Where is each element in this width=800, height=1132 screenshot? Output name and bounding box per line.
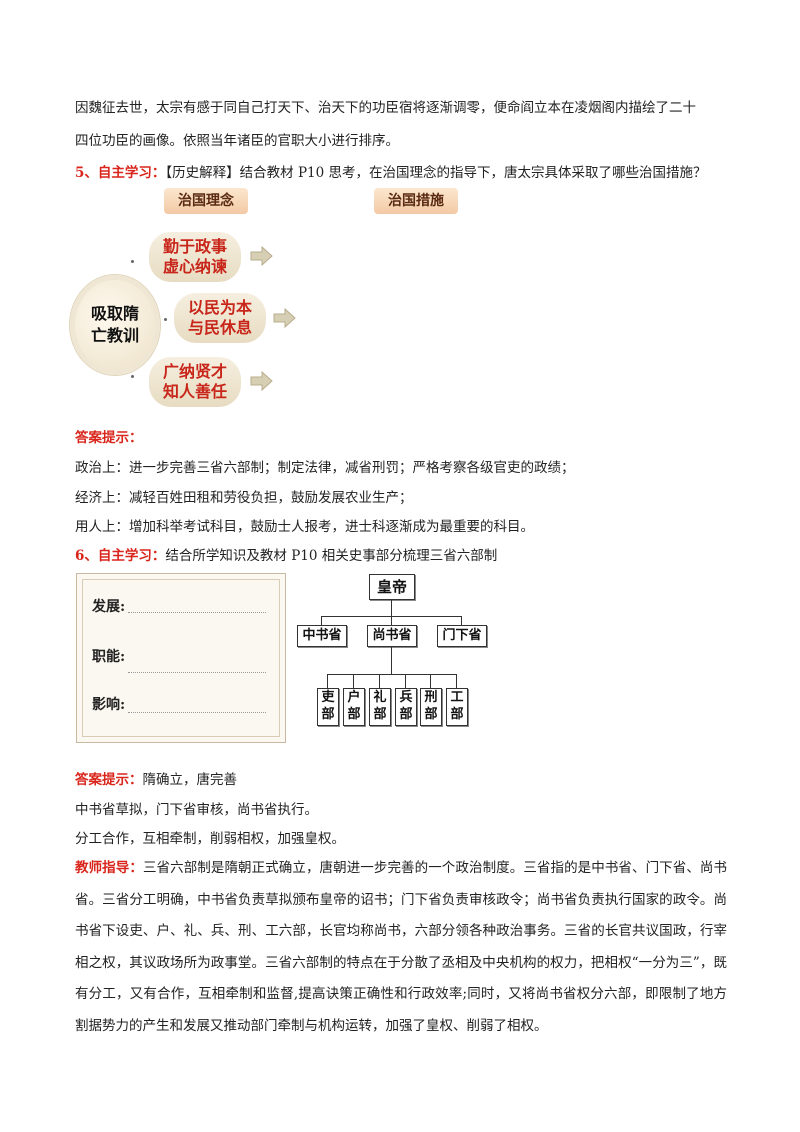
org-connector	[327, 674, 456, 675]
answer5-line-1: 政治上：进一步完善三省六部制；制定法律，减省刑罚；严格考察各级官吏的政绩；	[75, 460, 575, 476]
org-connector	[430, 674, 431, 688]
intro-line-2: 四位功臣的画像。依照当年诸臣的官职大小进行排序。	[75, 133, 399, 149]
core-concept-circle: 吸取隋亡教训	[70, 275, 160, 375]
principle-text-2: 以民为本与民休息	[187, 298, 252, 337]
q5-label: 5、自主学习：	[75, 165, 166, 181]
principle-text-3: 广纳贤才知人善任	[162, 362, 227, 401]
notes-frame	[76, 573, 286, 743]
q6-label: 6、自主学习：	[75, 548, 166, 564]
org-ministry-hu: 户部	[343, 688, 365, 726]
answer-line	[128, 712, 266, 713]
answer-line	[128, 612, 266, 613]
answer-line	[128, 672, 266, 673]
org-connector	[391, 599, 392, 616]
answer6-first: 隋确立，唐完善	[142, 772, 238, 788]
frame-label-influence: 影响:	[92, 697, 126, 713]
org-connector	[405, 674, 406, 688]
org-connector	[391, 646, 392, 674]
principle-text-1: 勤于政事虚心纳谏	[162, 237, 227, 276]
tag-governance-philosophy: 治国理念	[164, 188, 248, 214]
org-province-shangshu: 尚书省	[367, 625, 417, 647]
bullet-dot	[131, 260, 134, 263]
bullet-dot	[164, 318, 167, 321]
org-ministry-xing: 刑部	[420, 688, 442, 726]
answer6-first-line: 答案提示：隋确立，唐完善	[75, 770, 237, 790]
org-connector	[379, 674, 380, 688]
frame-label-function: 职能:	[92, 649, 126, 665]
org-connector	[321, 616, 322, 625]
answer5-label: 答案提示：	[75, 430, 143, 446]
org-connector	[353, 674, 354, 688]
answer5-line-3: 用人上：增加科举考试科目，鼓励士人报考，进士科逐渐成为最重要的科目。	[75, 519, 534, 535]
bullet-dot	[131, 375, 134, 378]
org-connector	[461, 616, 462, 625]
org-connector	[391, 616, 392, 625]
q6-text: 结合所学知识及教材 P10 相关史事部分梳理三省六部制	[165, 548, 498, 564]
answer5-line-2: 经济上：减轻百姓田租和劳役负担，鼓励发展农业生产；	[75, 490, 413, 506]
answer6-line-1: 中书省草拟，门下省审核，尚书省执行。	[75, 802, 318, 818]
answer6-label: 答案提示：	[75, 772, 143, 788]
org-province-zhongshu: 中书省	[297, 625, 347, 647]
org-connector	[456, 674, 457, 688]
arrow-right-icon	[273, 308, 296, 328]
org-ministry-li-rites: 礼部	[369, 688, 391, 726]
frame-label-development: 发展:	[92, 599, 126, 615]
teacher-text: 三省六部制是隋朝正式确立，唐朝进一步完善的一个政治制度。三省指的是中书省、门下省…	[75, 860, 728, 1034]
q5-text: 【历史解释】结合教材 P10 思考，在治国理念的指导下，唐太宗具体采取了哪些治国…	[165, 165, 707, 181]
teacher-label: 教师指导：	[75, 860, 143, 876]
q6-heading: 6、自主学习：结合所学知识及教材 P10 相关史事部分梳理三省六部制	[75, 546, 497, 566]
principle-pill-2: 以民为本与民休息	[174, 293, 266, 343]
principle-pill-1: 勤于政事虚心纳谏	[149, 232, 241, 282]
org-ministry-bing: 兵部	[395, 688, 417, 726]
teacher-guidance: 教师指导：三省六部制是隋朝正式确立，唐朝进一步完善的一个政治制度。三省指的是中书…	[75, 853, 727, 1042]
arrow-right-icon	[250, 246, 273, 266]
org-emperor: 皇帝	[369, 574, 415, 600]
answer6-line-2: 分工合作，互相牵制，削弱相权，加强皇权。	[75, 831, 345, 847]
principle-pill-3: 广纳贤才知人善任	[149, 357, 241, 407]
core-concept-text: 吸取隋亡教训	[90, 304, 139, 345]
q5-heading: 5、自主学习：【历史解释】结合教材 P10 思考，在治国理念的指导下，唐太宗具体…	[75, 163, 707, 183]
arrow-right-icon	[250, 371, 273, 391]
tag-governance-measures: 治国措施	[374, 188, 458, 214]
org-province-menxia: 门下省	[437, 625, 487, 647]
org-ministry-li-personnel: 吏部	[317, 688, 339, 726]
intro-line-1: 因魏征去世，太宗有感于同自己打天下、治天下的功臣宿将逐渐调零，便命阎立本在凌烟阁…	[75, 100, 696, 116]
org-ministry-gong: 工部	[446, 688, 468, 726]
org-connector	[327, 674, 328, 688]
